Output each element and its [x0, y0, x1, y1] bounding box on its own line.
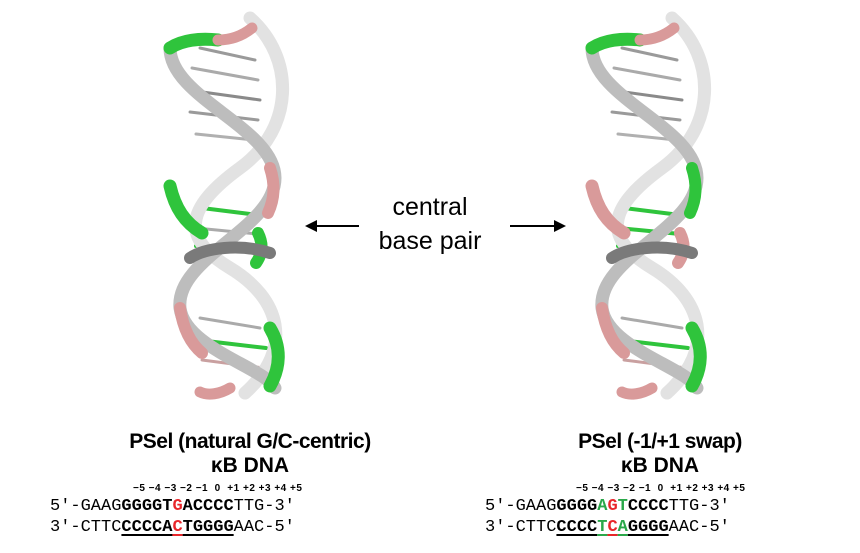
seq-suffix: AAC-5′ — [668, 518, 730, 537]
seq-prefix: 5′-GAAG — [485, 497, 557, 516]
seq-core-a: CCCCA — [121, 518, 173, 537]
right-subtitle: κB DNA — [620, 454, 700, 477]
left-top-sequence: 5′-GAAGGGGGTGACCCCTTG-3′ — [50, 496, 295, 517]
seq-core-b: ACCCC — [182, 497, 234, 516]
arrow-right-icon — [510, 220, 566, 232]
seq-swap-base-2: T — [617, 497, 628, 516]
seq-prefix: 3′-CTTC — [50, 518, 122, 537]
arrow-left-icon — [305, 220, 359, 232]
seq-suffix: TTG-3′ — [668, 497, 730, 516]
seq-prefix: 3′-CTTC — [485, 518, 557, 537]
seq-core-b: TGGGG — [182, 518, 234, 537]
seq-center-base: G — [607, 497, 618, 516]
dna-helix-swap — [585, 11, 712, 400]
seq-swap-base-1: A — [597, 497, 608, 516]
seq-center-base: C — [607, 518, 618, 537]
strand-front — [163, 41, 282, 395]
right-bottom-sequence: 3′-CTTCCCCCTCAGGGGAAC-5′ — [485, 517, 730, 538]
seq-core-b: CCCC — [627, 497, 669, 516]
left-subtitle: κB DNA — [210, 454, 290, 477]
right-title: PSel (-1/+1 swap) — [578, 430, 742, 453]
central-base-pair-label: central base pair — [370, 190, 490, 258]
seq-suffix: TTG-3′ — [233, 497, 295, 516]
seq-core-a: CCCC — [556, 518, 598, 537]
seq-suffix: AAC-5′ — [233, 518, 295, 537]
center-label-line-1: central — [392, 193, 468, 221]
left-positions: −5 −4 −3 −2 −1 0 +1 +2 +3 +4 +5 — [133, 483, 303, 494]
strand-front — [585, 41, 704, 395]
seq-core-b: GGGG — [627, 518, 669, 537]
left-bottom-sequence: 3′-CTTCCCCCACTGGGGAAC-5′ — [50, 517, 295, 538]
right-positions: −5 −4 −3 −2 −1 0 +1 +2 +3 +4 +5 — [576, 483, 746, 494]
dna-helix-natural — [163, 11, 290, 400]
center-label-line-2: base pair — [378, 227, 482, 255]
seq-core-a: GGGG — [556, 497, 598, 516]
left-title: PSel (natural G/C-centric) — [129, 430, 371, 453]
right-top-sequence: 5′-GAAGGGGGAGTCCCCTTG-3′ — [485, 496, 730, 517]
seq-center-base: G — [172, 497, 183, 516]
seq-prefix: 5′-GAAG — [50, 497, 122, 516]
seq-swap-base-1: T — [597, 518, 608, 537]
seq-core-a: GGGGT — [121, 497, 173, 516]
right-caption: PSel (-1/+1 swap) κB DNA — [490, 430, 830, 478]
seq-swap-base-2: A — [617, 518, 628, 537]
seq-center-base: C — [172, 518, 183, 537]
left-caption: PSel (natural G/C-centric) κB DNA — [70, 430, 430, 478]
